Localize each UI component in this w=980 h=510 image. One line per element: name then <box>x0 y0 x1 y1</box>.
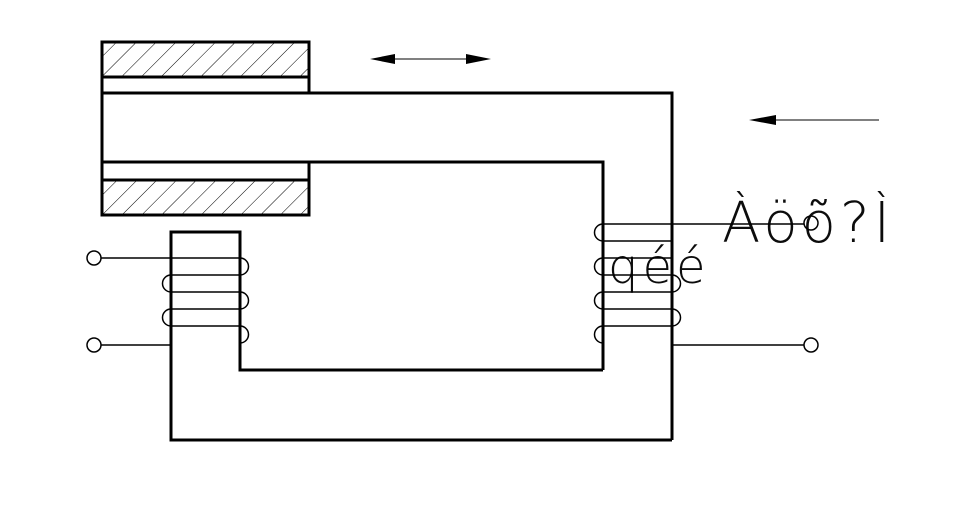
armature-u <box>100 91 674 440</box>
left-winding <box>86 250 250 353</box>
core-u <box>169 230 672 442</box>
label-top-text: Àöõ?Ì <box>722 191 895 256</box>
top-hatched-block <box>100 40 311 95</box>
right-winding <box>593 215 819 353</box>
double-arrow <box>370 54 491 64</box>
label-bottom-text: qéé <box>608 239 710 295</box>
bottom-hatched-block <box>100 160 311 217</box>
left-arrow <box>749 115 879 125</box>
